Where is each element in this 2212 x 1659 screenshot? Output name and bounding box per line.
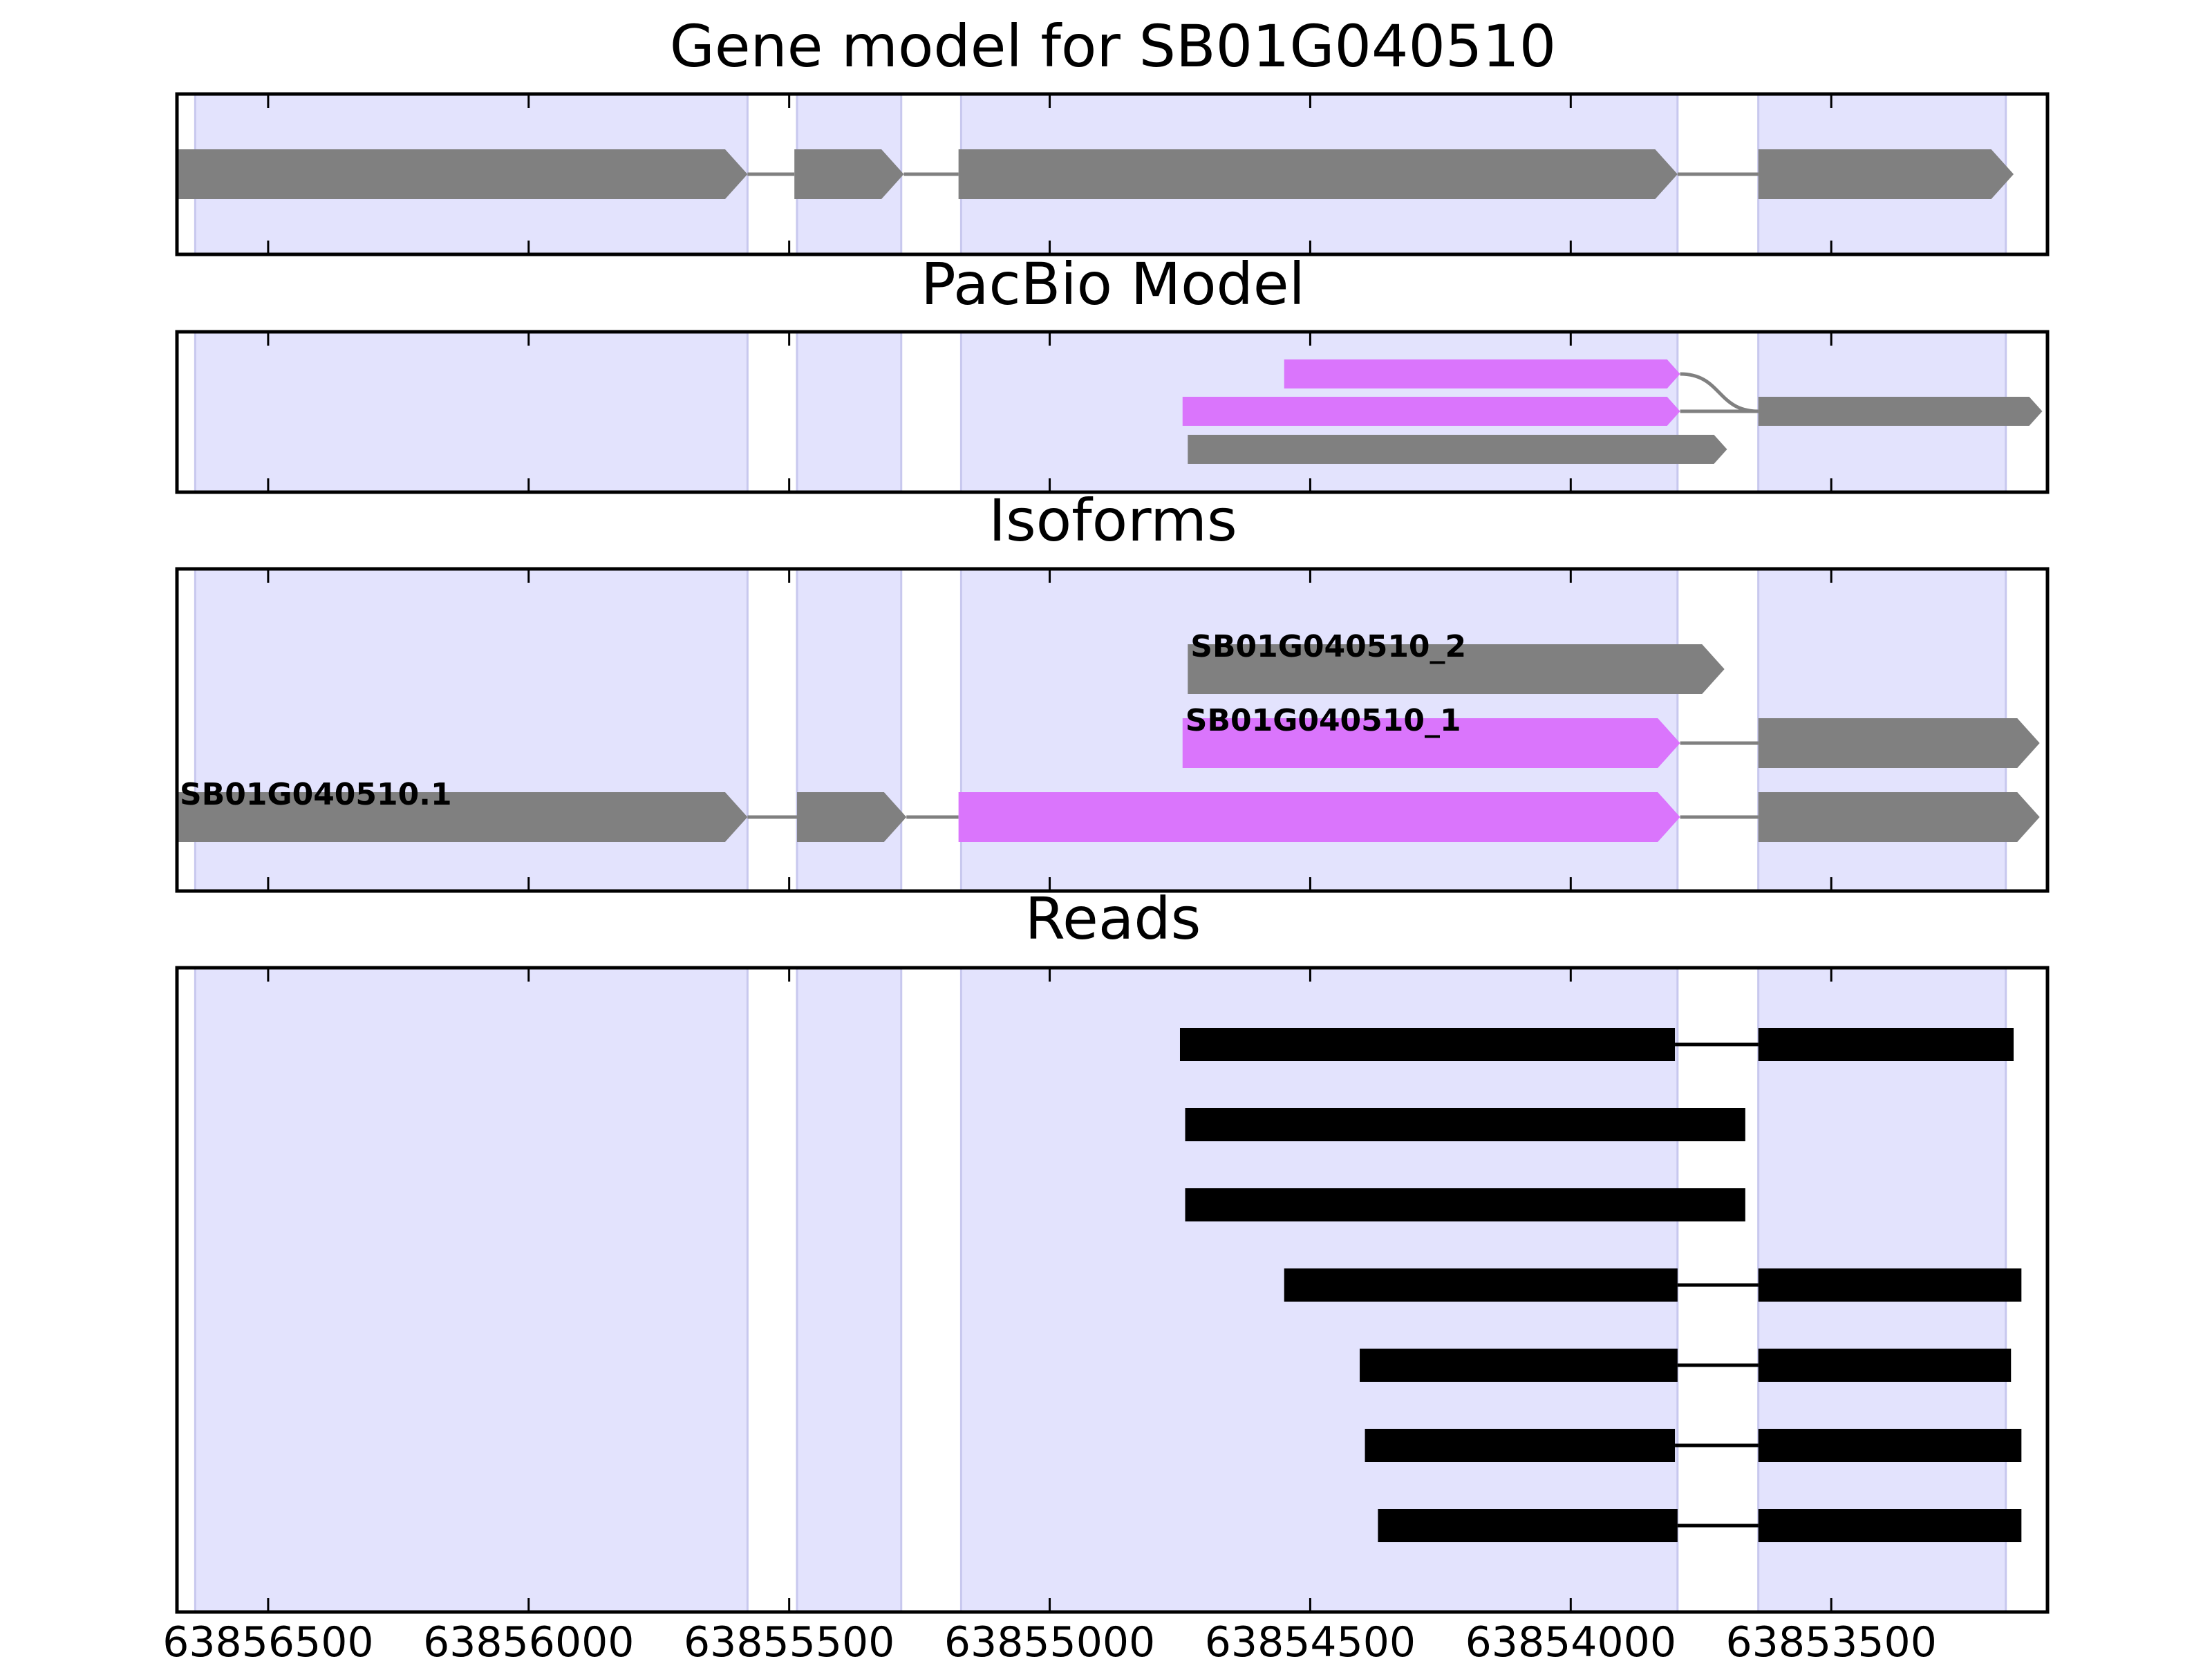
read-6-segment-0 [1378,1509,1678,1542]
exon-0-0-2 [958,149,1678,199]
x-tick-label-4: 63854500 [1205,1618,1416,1659]
exon-2-1-0 [1182,718,1680,768]
read-3-segment-0 [1284,1268,1678,1302]
panel-title-reads: Reads [1025,885,1201,953]
isoform-label-2: SB01G040510.1 [180,777,452,812]
x-tick-label-5: 63854000 [1465,1618,1676,1659]
read-4-segment-0 [1360,1349,1678,1382]
exon-0-0-0 [177,149,748,199]
x-tick-label-3: 63855000 [944,1618,1155,1659]
exon-1-1-0 [1182,397,1680,426]
read-5-segment-1 [1758,1429,2022,1462]
exon-1-0-0 [1284,359,1680,388]
read-6-segment-1 [1758,1509,2022,1542]
panel-frame-1 [175,330,2050,494]
exon-2-1-1 [1758,718,2040,768]
x-tick-label-0: 63856500 [162,1618,373,1659]
x-tick-label-1: 63856000 [423,1618,634,1659]
read-0-segment-0 [1179,1028,1676,1061]
exon-1-1-1 [1758,397,2043,426]
exon-2-0-0 [1188,644,1725,694]
x-tick-label-6: 63853500 [1725,1618,1936,1659]
exon-2-2-3 [1758,792,2040,842]
exon-2-2-1 [796,792,907,842]
exon-0-0-3 [1758,149,2014,199]
shaded-region-1-1 [796,330,903,494]
shaded-region-2-1 [796,568,903,892]
exon-0-0-1 [794,149,904,199]
curved-intron-1-0 [1680,372,1759,413]
read-5-segment-0 [1365,1429,1676,1462]
panel-frame-3 [175,966,2050,1614]
panel-title-pacbio-model: PacBio Model [921,250,1305,318]
exon-2-2-2 [958,792,1680,842]
shaded-region-2-0 [194,568,749,892]
read-1-segment-0 [1185,1108,1745,1141]
panel-title-gene-model: Gene model for SB01G040510 [670,12,1556,80]
isoform-label-0: SB01G040510_2 [1190,629,1466,664]
panel-frame-2 [175,567,2050,893]
panel-frame-0 [175,92,2050,256]
exon-2-2-0 [177,792,748,842]
isoform-label-1: SB01G040510_1 [1185,703,1461,738]
exon-1-2-0 [1188,435,1727,464]
x-tick-label-2: 63855500 [684,1618,894,1659]
panel-title-isoforms: Isoforms [988,487,1237,554]
shaded-region-1-0 [194,330,749,494]
shaded-region-3-1 [796,966,903,1613]
read-4-segment-1 [1758,1349,2012,1382]
shaded-region-3-0 [194,966,749,1613]
read-0-segment-1 [1758,1028,2014,1061]
read-2-segment-0 [1185,1188,1745,1221]
read-3-segment-1 [1758,1268,2022,1302]
